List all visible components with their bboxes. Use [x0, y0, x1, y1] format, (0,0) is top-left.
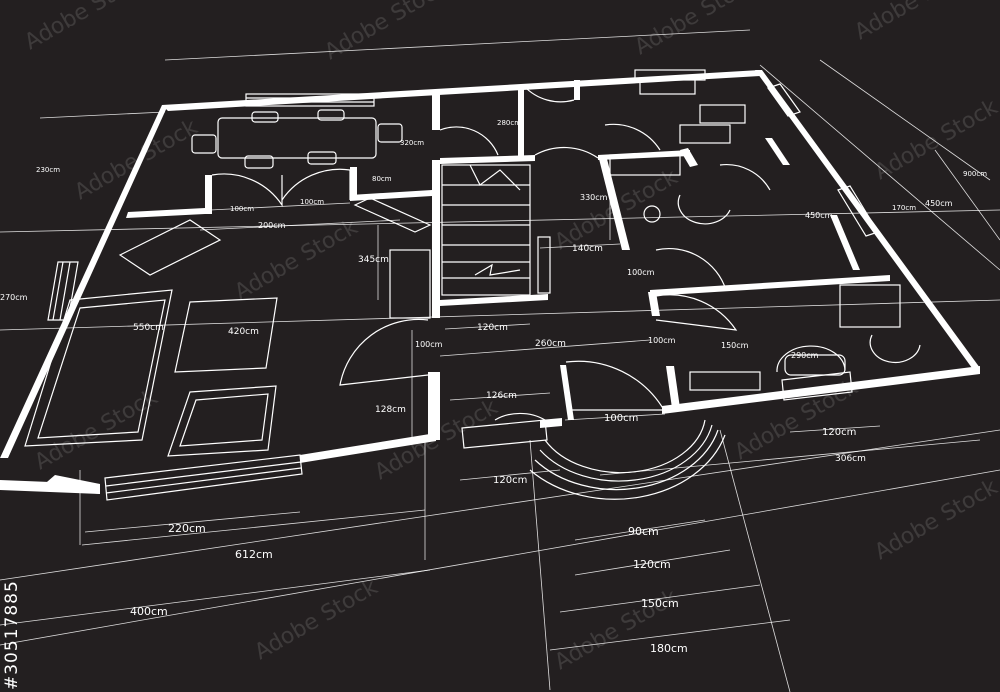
svg-text:Adobe Stock: Adobe Stock: [251, 575, 383, 666]
svg-text:Adobe Stock: Adobe Stock: [871, 475, 1000, 566]
dim-label-120-bath: 120cm: [822, 427, 856, 438]
dim-label-170: 170cm: [892, 204, 916, 212]
svg-text:Adobe Stock: Adobe Stock: [851, 0, 983, 45]
dim-label-450-a: 450cm: [805, 211, 833, 220]
dim-label-900: 900cm: [963, 170, 987, 178]
dim-label-400: 400cm: [130, 605, 168, 618]
dim-label-150-steps: 150cm: [641, 597, 679, 610]
dim-label-90: 90cm: [628, 525, 659, 538]
dim-label-120-steps: 120cm: [633, 558, 671, 571]
staircase: [389, 164, 551, 319]
grid-lines: [0, 29, 1000, 692]
dim-label-550: 550cm: [133, 323, 164, 333]
dim-label-290: 290cm: [791, 351, 819, 360]
dim-label-100-porch: 100cm: [604, 413, 638, 424]
entrance-steps: [494, 412, 726, 500]
dim-label-100-room: 100cm: [627, 268, 655, 277]
windows: [47, 69, 879, 501]
dim-label-180: 180cm: [650, 642, 688, 655]
watermark-layer: Adobe Stock Adobe Stock Adobe Stock Adob…: [21, 0, 1000, 675]
dim-label-120-stairs: 120cm: [477, 323, 508, 333]
svg-text:Adobe Stock: Adobe Stock: [231, 215, 363, 306]
dim-label-280: 280cm: [497, 119, 521, 127]
svg-text:Adobe Stock: Adobe Stock: [21, 0, 153, 55]
exterior-walls: [0, 70, 980, 494]
dim-label-80: 80cm: [372, 175, 392, 183]
stock-id-label: #30517885: [2, 580, 22, 690]
dim-label-126: 126cm: [486, 391, 517, 401]
dim-label-200: 200cm: [258, 221, 286, 230]
dim-label-320: 320cm: [400, 139, 424, 147]
dim-label-612: 612cm: [235, 548, 273, 561]
dimension-labels: 612cm 220cm 400cm 550cm 420cm 345cm 128c…: [0, 119, 987, 655]
svg-text:Adobe Stock: Adobe Stock: [321, 0, 453, 65]
dim-label-306: 306cm: [835, 454, 866, 464]
svg-text:Adobe Stock: Adobe Stock: [71, 115, 203, 206]
doors: [211, 85, 771, 411]
dim-label-100-dining-a: 100cm: [230, 205, 254, 213]
interior-walls: [126, 80, 890, 440]
dim-label-230: 230cm: [36, 166, 60, 174]
dim-label-420: 420cm: [228, 327, 259, 337]
dim-label-330: 330cm: [580, 193, 608, 202]
dimension-lines: [0, 180, 981, 651]
dim-label-260: 260cm: [535, 339, 566, 349]
dim-label-100-bath: 100cm: [648, 336, 676, 345]
dim-label-450-b: 450cm: [925, 199, 953, 208]
dim-label-120-entrance: 120cm: [493, 475, 527, 486]
dim-label-220: 220cm: [168, 522, 206, 535]
dim-label-100-hall: 100cm: [415, 340, 443, 349]
furniture: [24, 77, 921, 457]
dim-label-100-dining-b: 100cm: [300, 198, 324, 206]
dim-label-140: 140cm: [572, 244, 603, 254]
dim-label-270: 270cm: [0, 293, 28, 302]
dim-label-150-bath: 150cm: [721, 341, 749, 350]
dim-label-345: 345cm: [358, 255, 389, 265]
dim-label-128: 128cm: [375, 405, 406, 415]
